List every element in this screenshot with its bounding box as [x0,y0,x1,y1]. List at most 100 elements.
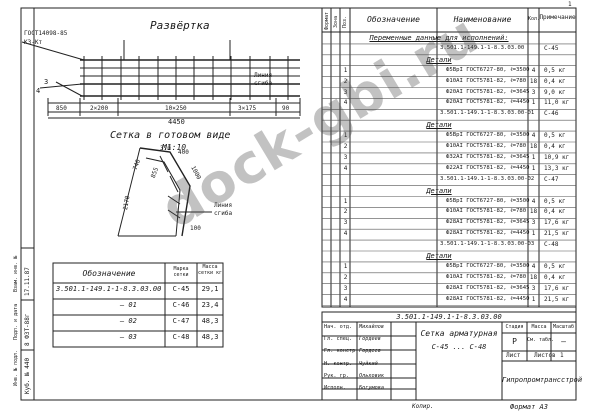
spec-row-note: 13,3 кг [544,164,570,172]
spec-row-qty: 1 [531,295,536,303]
spec-row-pos-format: 2 [343,273,348,281]
mark-row-mass: 23,4 [201,301,219,309]
stamp-name: Богумова [359,385,384,391]
spec-row-qty: 1 [531,99,536,107]
spec-row-name: Детали [426,252,452,260]
spec-th-name: Наименование [453,15,512,24]
stamp-role: Гл. спец. [324,336,353,343]
mark-table-frame [52,262,224,348]
side-value-0: Куб. № 440 [24,357,31,394]
spec-row-note: 21,5 кг [544,230,570,238]
mark-th-mark: Марка сетки [173,266,189,278]
side-label-2: Взам. инв. № [13,255,19,292]
spec-sheet-num: 1 [568,1,572,8]
spec-row-pos-format: 3 [343,219,348,227]
spec-row-name: Ф5ВрI ГОСТ6727-80, ℓ=3500 [446,132,530,139]
unfold-title: Развёртка [150,19,210,32]
spec-row-qty: 4 [531,132,536,140]
dim-3x175: 3×175 [238,105,257,112]
mark-row-mark: С-46 [172,301,190,309]
spec-row-name: Ф28АI ГОСТ5781-82, ℓ=4450 [446,230,530,237]
stamp-sheet-label: Лист [506,352,521,359]
side-value-1: 8 Ф3Т-88г [24,313,31,346]
spec-row-qty: 1 [531,230,536,238]
spec-row-pos-format: 1 [343,66,348,74]
spec-row-note: 17,6 кг [544,219,570,227]
spec-row-name: Детали [426,121,452,130]
spec-row-name: Ф10АI ГОСТ5781-82, ℓ=780 [446,143,527,149]
spec-row-name: 3.501.1-149.1-1-8.3.03.00-03 [440,241,535,248]
side-value-2: 17.11.87 [24,267,31,296]
mesh-bend-2: сгиба [214,210,233,217]
stamp-col-stage: Стадия [505,324,524,330]
spec-row-name: Ф10АI ГОСТ5781-82, ℓ=780 [446,273,527,280]
spec-row-name: Ф28АI ГОСТ5781-82, ℓ=3645 [446,284,530,291]
spec-row-name: 3.501.1-149.1-1-8.3.03.00-02 [440,175,535,182]
callout-4: 4 [36,87,41,95]
mesh-dim-4: 370 [160,145,171,152]
stamp-name: Ольховик [359,372,384,379]
callout-3: 3 [44,78,49,86]
spec-row-name: 3.501.1-149.1-1-8.3.03.00 [440,44,525,51]
spec-row-qty: 1 [531,153,536,161]
stamp-title-2: С-45 ... С-48 [431,343,487,351]
stamp-sheets-label: Листов [534,352,556,359]
spec-row-note: 0,4 кг [544,77,566,85]
stamp-org: Гипропромтрансстрой [502,376,583,384]
spec-th-qty: Кол. [528,16,541,22]
mark-row-mass: 48,3 [201,317,219,325]
spec-row-pos-format: 3 [343,153,348,161]
spec-row-name: Ф22АI ГОСТ5781-82, ℓ=4450 [446,164,530,171]
spec-row-pos-format: 4 [343,295,348,303]
mark-row-designation: – 01 [120,301,137,309]
spec-row-note: 17,6 кг [544,284,570,292]
stamp-role: Нач. отд. [324,324,353,330]
spec-row-name: Ф10АI ГОСТ5781-82, ℓ=780 [446,208,527,215]
stamp-sheets-value: 1 [560,352,564,359]
title-block-frame [321,311,577,401]
spec-row-name: Ф20АI ГОСТ5781-82, ℓ=3645 [446,88,530,95]
spec-row-name: Ф28АI ГОСТ5781-82, ℓ=3645 [446,219,530,226]
stamp-name: Чуйкий [359,360,378,367]
spec-row-qty: 18 [529,273,538,281]
spec-row-pos-format: 2 [343,77,348,85]
spec-row-qty: 3 [531,219,536,227]
spec-row-note: 0,4 кг [544,273,566,281]
bend-label-2: сгиба [254,80,273,87]
leader-kt: К3-Кт [24,39,43,46]
stamp-scale-value: — [561,337,566,346]
stamp-role: Рук. гр. [324,372,349,379]
mark-row-designation: – 02 [120,317,137,325]
stamp-col-scale: Масштаб [552,324,575,330]
stamp-role: Н. контр. [324,360,353,367]
spec-row-note: С-45 [544,44,559,52]
mark-row-designation: – 03 [120,333,137,341]
side-label-0: Инв. № подл. [13,349,19,386]
mark-row-mass: 48,3 [201,333,219,341]
spec-row-name: Детали [426,55,452,64]
spec-row-pos-format: 1 [343,197,348,205]
dim-2x200: 2×200 [90,105,109,112]
mark-row-mark: С-47 [172,317,190,325]
spec-row-qty: 4 [531,197,536,205]
stamp-role: Исполн. [324,385,346,391]
spec-row-pos-format: 2 [343,143,348,150]
spec-row-name: Ф20АI ГОСТ5781-82, ℓ=4450 [446,99,530,106]
spec-th-pos: Поз. [342,15,348,28]
mesh-dim-5: 400 [178,149,189,156]
stamp-title-1: Сетка арматурная [420,329,498,338]
spec-row-qty: 3 [531,88,536,96]
spec-row-qty: 1 [531,164,536,172]
mesh-title: Сетка в готовом виде [110,130,231,141]
spec-row-pos-format: 3 [343,284,348,292]
dim-90: 90 [282,105,290,112]
spec-row-pos-format: 4 [343,164,348,172]
spec-row-pos-format: 3 [343,88,348,96]
stamp-format: Формат А3 [510,403,548,411]
spec-row-qty: 4 [531,262,536,270]
spec-row-qty: 18 [529,208,538,216]
spec-row-note: 0,5 кг [544,132,566,140]
mark-row-designation: 3.501.1-149.1-1-8.3.03.00 [56,285,162,293]
